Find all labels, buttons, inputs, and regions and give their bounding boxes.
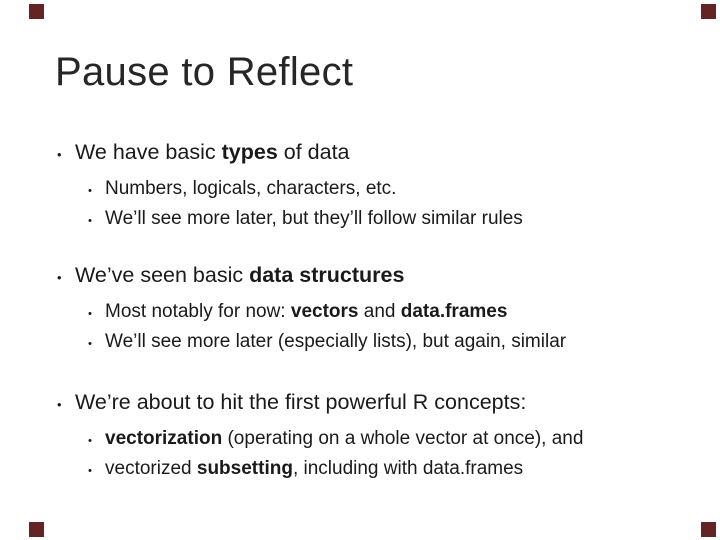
bullet-line: • We’ve seen basic data structures <box>57 262 704 291</box>
slide-title: Pause to Reflect <box>55 50 354 94</box>
sub-bullet-text: Numbers, logicals, characters, etc. <box>105 178 397 199</box>
sub-bullet-line: • Most notably for now: vectors and data… <box>88 298 704 328</box>
sub-bullet-text: vectorization (operating on a whole vect… <box>105 428 584 449</box>
sub-bullet-text: vectorized subsetting, including with da… <box>105 458 524 479</box>
sub-bullet-line: • We’ll see more later (especially lists… <box>88 328 704 358</box>
corner-square-bottom-left <box>29 522 44 537</box>
sub-bullet-line: • vectorization (operating on a whole ve… <box>88 425 704 455</box>
bullet-line: • We have basic types of data <box>57 139 704 168</box>
bullet-text: We’ve seen basic data structures <box>75 263 405 287</box>
bullet-section-structures: • We’ve seen basic data structures • Mos… <box>57 262 704 358</box>
bullet-icon: • <box>88 185 92 197</box>
sub-bullet-line: • We’ll see more later, but they’ll foll… <box>88 205 704 235</box>
bullet-icon: • <box>57 147 62 162</box>
sub-bullet-line: • vectorized subsetting, including with … <box>88 455 704 485</box>
sub-bullet-text: We’ll see more later (especially lists),… <box>105 331 567 352</box>
corner-square-top-right <box>701 4 716 19</box>
bullet-icon: • <box>57 270 62 285</box>
sub-bullet-text: We’ll see more later, but they’ll follow… <box>105 208 523 229</box>
bullet-icon: • <box>88 338 92 350</box>
bullet-line: • We’re about to hit the first powerful … <box>57 389 704 418</box>
bullet-section-types: • We have basic types of data • Numbers,… <box>57 139 704 235</box>
bullet-icon: • <box>88 435 92 447</box>
bullet-icon: • <box>88 215 92 227</box>
sub-bullet-line: • Numbers, logicals, characters, etc. <box>88 175 704 205</box>
bullet-icon: • <box>57 397 62 412</box>
bullet-text: We’re about to hit the first powerful R … <box>75 390 527 414</box>
corner-square-bottom-right <box>701 522 716 537</box>
bullet-text: We have basic types of data <box>75 140 350 164</box>
sub-bullet-text: Most notably for now: vectors and data.f… <box>105 301 508 322</box>
bullet-section-concepts: • We’re about to hit the first powerful … <box>57 389 704 485</box>
bullet-icon: • <box>88 465 92 477</box>
corner-square-top-left <box>29 4 44 19</box>
bullet-icon: • <box>88 308 92 320</box>
